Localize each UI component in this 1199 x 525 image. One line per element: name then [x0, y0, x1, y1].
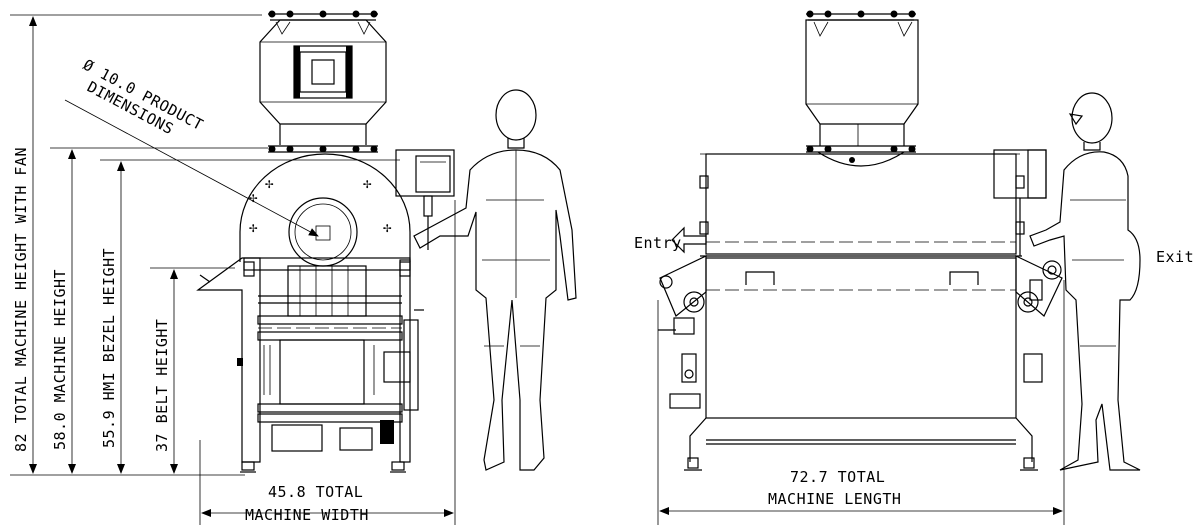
hmi-height-label: 55.9 HMI BEZEL HEIGHT	[100, 248, 118, 448]
svg-text:✢: ✢	[249, 220, 258, 236]
hmi-panel-front	[395, 149, 455, 250]
belt-height-label: 37 BELT HEIGHT	[153, 319, 171, 452]
fan-hood-front	[259, 10, 387, 153]
machine-height-label: 58.0 MACHINE HEIGHT	[51, 269, 69, 450]
length-dim-line2: MACHINE LENGTH	[768, 490, 901, 508]
conveyor-side	[659, 255, 1063, 317]
width-dim-line2: MACHINE WIDTH	[245, 506, 369, 524]
product-leader-line	[64, 99, 319, 237]
entry-label: Entry	[634, 234, 682, 252]
svg-text:✢: ✢	[363, 176, 372, 192]
human-figure-front	[413, 89, 577, 471]
housing-side	[699, 149, 1047, 419]
width-dim-line1: 45.8 TOTAL	[268, 483, 363, 501]
total-height-label: 82 TOTAL MACHINE HEIGHT WITH FAN	[12, 147, 30, 452]
length-dim-line1: 72.7 TOTAL	[790, 468, 885, 486]
tunnel-arch-front: ✢ ✢ ✢ ✢ ✢	[239, 153, 411, 267]
entry-arrow: Entry	[634, 226, 707, 254]
frame-side	[658, 317, 1043, 471]
side-view: Entry Exit 72.7 TOTAL MACHINE LENGTH	[634, 10, 1194, 525]
svg-text:✢: ✢	[265, 176, 274, 192]
fan-hood-side	[805, 10, 919, 167]
svg-text:✢: ✢	[249, 190, 258, 206]
svg-text:✢: ✢	[383, 220, 392, 236]
human-figure-side	[1029, 92, 1141, 471]
exit-label: Exit	[1156, 248, 1194, 266]
front-view: 82 TOTAL MACHINE HEIGHT WITH FAN 58.0 MA…	[10, 10, 577, 525]
machine-frame-front	[196, 257, 424, 473]
